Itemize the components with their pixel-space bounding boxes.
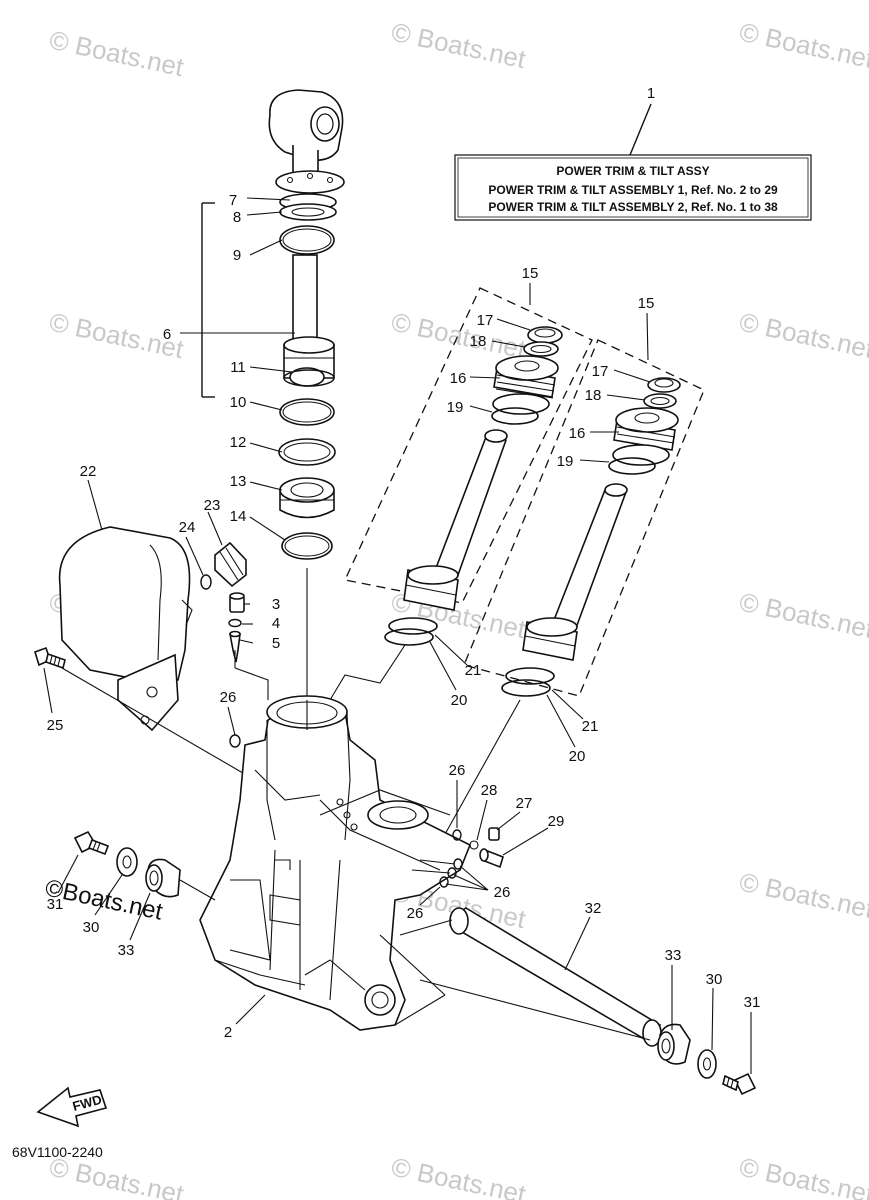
watermark: © Boats.net xyxy=(47,25,187,83)
callout-16: 16 xyxy=(450,370,467,387)
watermark: © Boats.net xyxy=(737,587,869,645)
title-heading: POWER TRIM & TILT ASSY xyxy=(556,164,709,178)
callout-18: 18 xyxy=(470,333,487,350)
watermark: © Boats.net xyxy=(737,17,869,75)
callout-21: 21 xyxy=(465,662,482,679)
callout-9: 9 xyxy=(233,247,241,264)
group-bracket xyxy=(201,202,215,398)
callout-1: 1 xyxy=(647,85,655,102)
title-line-2: POWER TRIM & TILT ASSEMBLY 2, Ref. No. 1… xyxy=(488,200,778,214)
callout-27: 27 xyxy=(516,795,533,812)
watermark: © Boats.net xyxy=(737,867,869,925)
callout-26: 26 xyxy=(220,689,237,706)
small-parts xyxy=(200,541,247,663)
watermark: © Boats.net xyxy=(389,307,529,365)
callout-31: 31 xyxy=(744,994,761,1011)
left-shaft-parts xyxy=(73,830,216,901)
seal-stack xyxy=(278,398,336,700)
fwd-arrow: FWD xyxy=(36,1086,108,1128)
callout-28: 28 xyxy=(481,782,498,799)
leader-line xyxy=(629,103,652,156)
callout-18: 18 xyxy=(585,387,602,404)
callout-16: 16 xyxy=(569,425,586,442)
callout-15: 15 xyxy=(522,265,539,282)
callout-15: 15 xyxy=(638,295,655,312)
callout-11: 11 xyxy=(230,359,246,376)
watermark: © Boats.net xyxy=(737,307,869,365)
callout-26: 26 xyxy=(449,762,466,779)
callout-23: 23 xyxy=(204,497,221,514)
callout-26: 26 xyxy=(407,905,424,922)
callout-33: 33 xyxy=(118,942,135,959)
callout-24: 24 xyxy=(179,519,196,536)
main-housing xyxy=(199,650,472,1031)
fwd-label: FWD xyxy=(71,1092,103,1114)
callout-19: 19 xyxy=(447,399,464,416)
callout-32: 32 xyxy=(585,900,602,917)
cylinder-assembly-a xyxy=(329,287,593,701)
bolt-25 xyxy=(34,646,256,781)
callout-25: 25 xyxy=(47,717,64,734)
callout-17: 17 xyxy=(592,363,609,380)
callout-10: 10 xyxy=(230,394,247,411)
ring-26 xyxy=(229,734,241,748)
callout-26: 26 xyxy=(494,884,511,901)
title-box: POWER TRIM & TILT ASSY POWER TRIM & TILT… xyxy=(454,154,812,221)
callout-30: 30 xyxy=(83,919,100,936)
callout-7: 7 xyxy=(229,192,237,209)
callout-12: 12 xyxy=(230,434,247,451)
callout-19: 19 xyxy=(557,453,574,470)
leader-lines xyxy=(43,197,752,1074)
callout-8: 8 xyxy=(233,209,241,226)
callouts: 7 8 9 6 11 10 12 13 14 23 24 22 3 4 5 25… xyxy=(47,192,761,1041)
callout-6: 6 xyxy=(163,326,171,343)
callout-20: 20 xyxy=(569,748,586,765)
diagram-code: 68V1100-2240 xyxy=(12,1144,103,1160)
tilt-shaft xyxy=(399,907,757,1096)
callout-5: 5 xyxy=(272,635,280,652)
callout-13: 13 xyxy=(230,473,247,490)
callout-31: 31 xyxy=(47,896,64,913)
callout-22: 22 xyxy=(80,463,97,480)
callout-33: 33 xyxy=(665,947,682,964)
callout-3: 3 xyxy=(272,596,280,613)
callout-20: 20 xyxy=(451,692,468,709)
small-parts-right xyxy=(411,827,504,888)
callout-30: 30 xyxy=(706,971,723,988)
title-line-1: POWER TRIM & TILT ASSEMBLY 1, Ref. No. 2… xyxy=(488,183,778,197)
callout-4: 4 xyxy=(272,615,280,632)
callout-14: 14 xyxy=(230,508,247,525)
callout-21: 21 xyxy=(582,718,599,735)
tilt-rod-assembly xyxy=(268,89,345,387)
callout-17: 17 xyxy=(477,312,494,329)
watermark: © Boats.net xyxy=(737,1152,869,1200)
watermark: © Boats.net xyxy=(389,1152,529,1200)
callout-29: 29 xyxy=(548,813,565,830)
callout-2: 2 xyxy=(224,1024,232,1041)
watermark: © Boats.net xyxy=(389,17,529,75)
motor-cover xyxy=(58,526,193,732)
cylinder-assembly-b xyxy=(424,339,705,871)
